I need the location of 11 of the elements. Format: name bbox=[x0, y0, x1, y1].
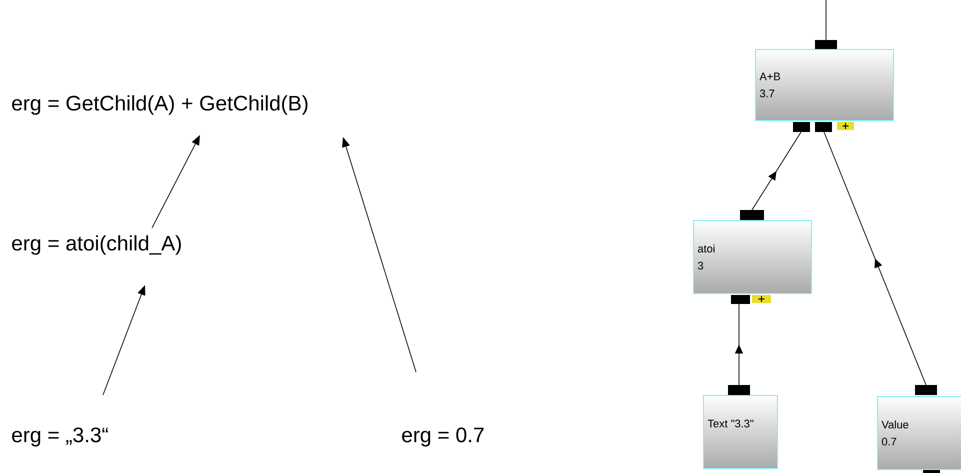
function-box: A+B 3.7 bbox=[755, 49, 894, 121]
arrow bbox=[824, 132, 926, 386]
code-statement: erg = atoi(child_A) bbox=[12, 235, 181, 255]
arrow bbox=[815, 0, 837, 49]
function-box: Text "3.3" bbox=[703, 395, 778, 469]
code-statement: erg = „3.3“ bbox=[12, 427, 108, 446]
arrow bbox=[752, 132, 802, 210]
function-box: Value 0.7 bbox=[877, 396, 961, 470]
code-statement: erg = 0.7 bbox=[402, 427, 484, 446]
code-statement: erg = GetChild(A) + GetChild(B) bbox=[12, 95, 308, 115]
function-box: atoi 3 bbox=[693, 220, 812, 294]
